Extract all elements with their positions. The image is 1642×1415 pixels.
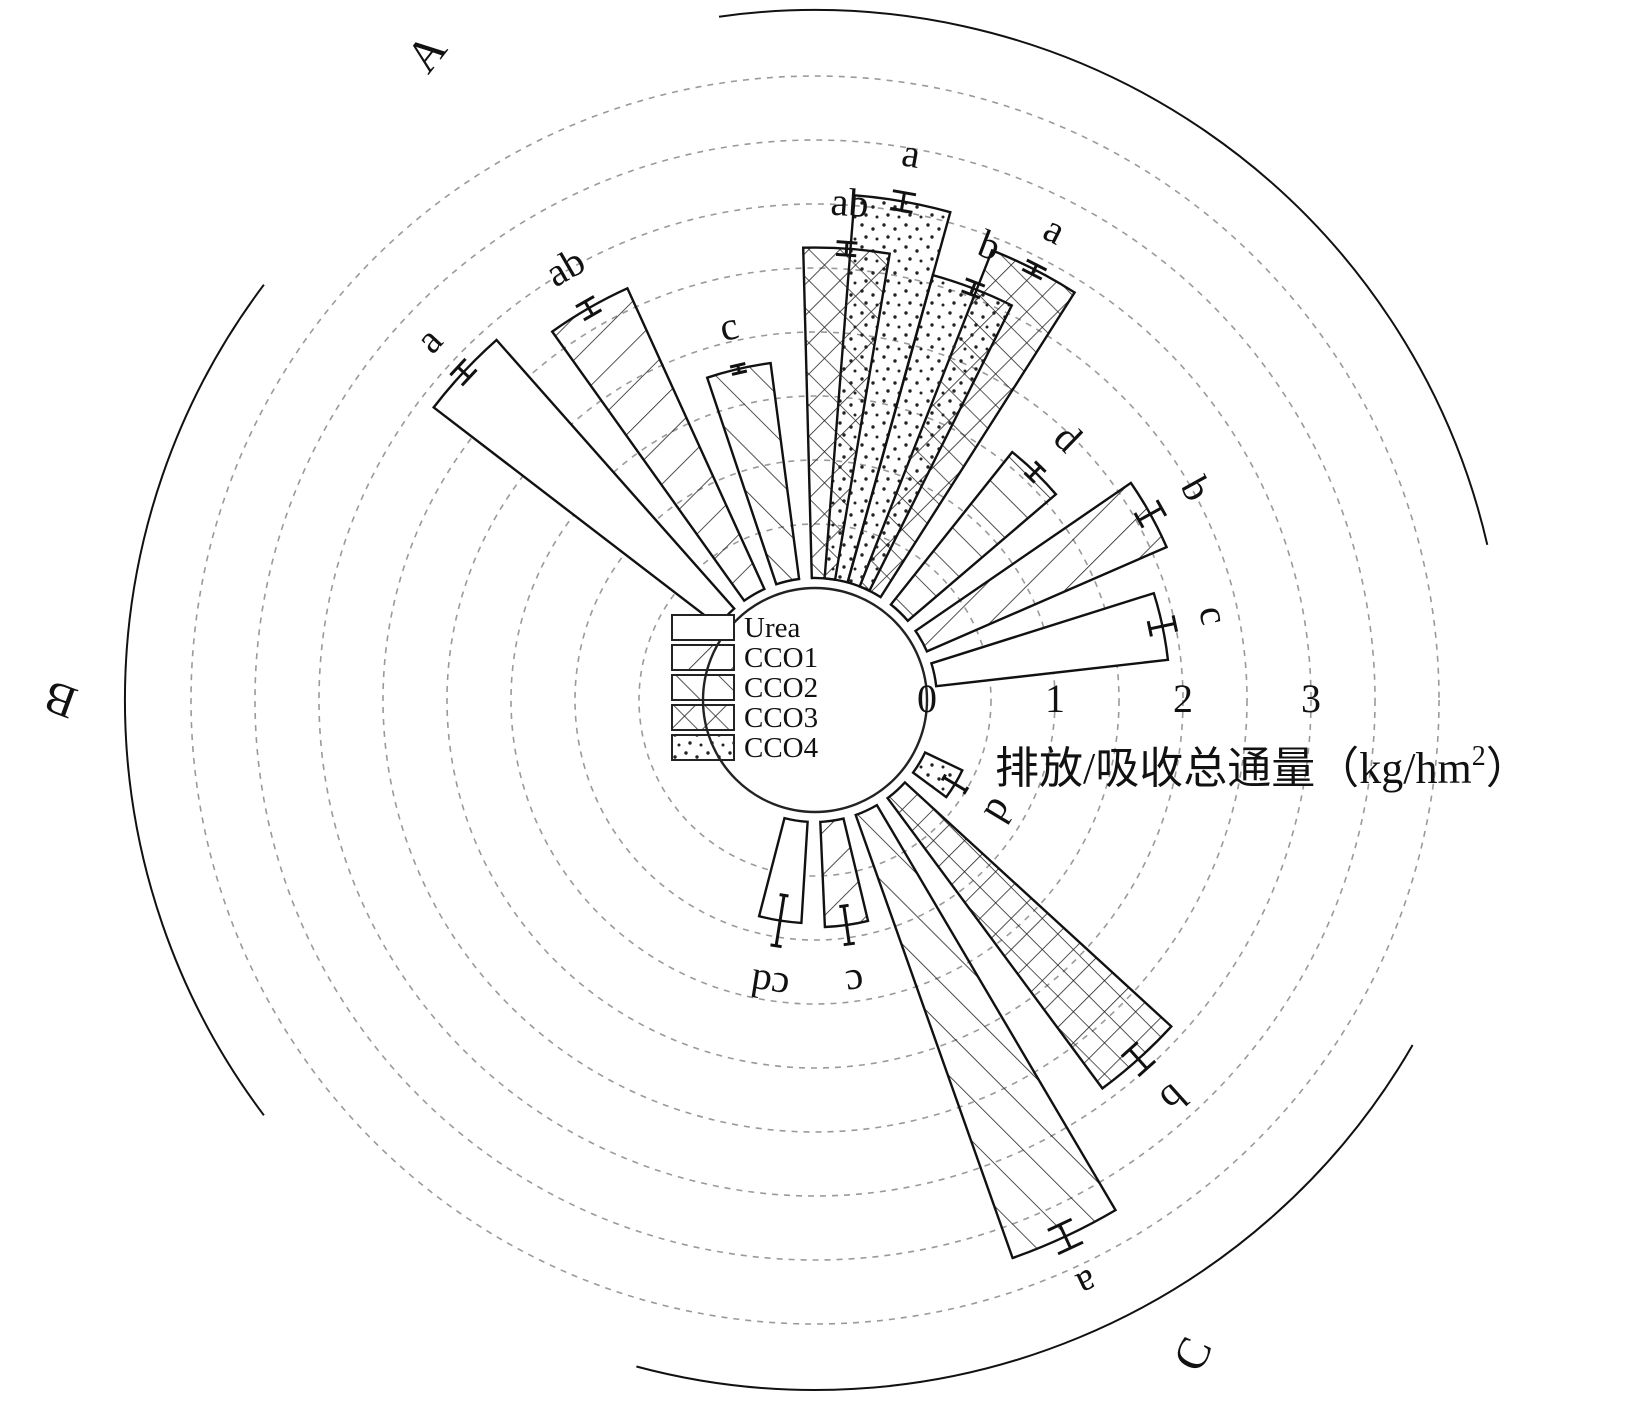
error-bar-B-CCO4 <box>960 277 986 300</box>
error-bar-C-CCO4 <box>940 773 970 795</box>
axis-label: 排放/吸收总通量（kg/hm2） <box>995 741 1530 793</box>
bar-C-CCO1 <box>819 817 870 929</box>
group-arc-B <box>124 284 265 1116</box>
error-bar-A-CCO1 <box>1133 499 1168 529</box>
bar-C-CCO3 <box>885 780 1173 1091</box>
bar-B-CCO3 <box>801 246 892 582</box>
sig-letter-B-CCO3: ab <box>829 179 870 227</box>
error-bar-C-CCO3 <box>1120 1041 1157 1078</box>
error-bar-B-CCO2 <box>729 362 748 376</box>
error-bar-A-CCO4 <box>889 189 917 214</box>
sig-letter-C-CCO1: c <box>843 960 867 1007</box>
sig-letter-B-CCO2: c <box>715 302 742 350</box>
bar-C-CCO4 <box>911 750 964 799</box>
sig-letter-C-CCO3: b <box>1151 1075 1196 1122</box>
legend-label-CCO1: CCO1 <box>744 642 818 674</box>
bar-A-CCO3 <box>858 248 1077 599</box>
tick-label-0: 0 <box>917 676 937 721</box>
bar-B-CCO4 <box>846 273 1014 593</box>
legend-swatch-CCO4 <box>671 734 735 761</box>
tick-label-2: 2 <box>1173 676 1193 721</box>
sig-letter-A-CCO4: a <box>899 129 925 176</box>
grid-circle <box>190 75 1440 1325</box>
error-bar-B-CCO3 <box>835 240 858 258</box>
grid-circle <box>254 139 1376 1261</box>
error-bar-A-CCO3 <box>1021 258 1048 281</box>
legend-label-CCO4: CCO4 <box>744 732 819 764</box>
tick-label-1: 1 <box>1045 676 1065 721</box>
legend-swatch-CCO2 <box>671 674 735 701</box>
bar-A-CCO1 <box>913 481 1169 653</box>
group-arc-A <box>718 9 1489 546</box>
bar-A-CCO2 <box>889 450 1058 623</box>
legend-swatch-Urea <box>671 614 735 641</box>
bar-B-CCO2 <box>705 361 801 586</box>
sig-letter-C-CCO2: a <box>1070 1260 1105 1308</box>
error-bar-A-CCO2 <box>1023 460 1047 484</box>
error-bar-C-Urea <box>770 893 789 949</box>
sig-letter-A-CCO1: b <box>1172 469 1221 508</box>
radial-ticks: 0 1 2 3 <box>917 676 1321 721</box>
bar-C-CCO2 <box>854 803 1118 1260</box>
legend-swatch-CCO1 <box>671 644 735 671</box>
bars <box>432 194 1173 1260</box>
sig-letter-C-CCO4: d <box>976 791 1025 831</box>
group-arc-C <box>636 1044 1414 1391</box>
legend-label-CCO3: CCO3 <box>744 702 818 734</box>
group-label-B: B <box>37 671 83 729</box>
bar-C-Urea <box>757 816 809 925</box>
error-bar-B-Urea <box>449 357 478 387</box>
error-bar-C-CCO2 <box>1047 1217 1084 1256</box>
group-label-A: A <box>396 24 457 82</box>
error-bar-C-CCO1 <box>839 903 856 947</box>
grid-circle <box>382 267 1248 1133</box>
error-bar-B-CCO1 <box>575 295 603 322</box>
error-bar-A-Urea <box>1146 614 1179 637</box>
sig-letter-A-Urea: c <box>1190 602 1238 629</box>
sig-letter-B-CCO1: ab <box>537 238 592 296</box>
bar-B-CCO1 <box>550 286 766 603</box>
bar-A-Urea <box>929 591 1170 688</box>
grid-circle <box>318 203 1312 1197</box>
legend-label-CCO2: CCO2 <box>744 672 818 704</box>
sig-letter-C-Urea: cd <box>748 960 792 1010</box>
sig-letter-A-CCO2: d <box>1045 415 1091 461</box>
sig-letter-A-CCO3: a <box>1037 205 1073 253</box>
sig-letter-B-Urea: a <box>406 318 451 362</box>
group-label-C: C <box>1163 1329 1222 1378</box>
group-arcs <box>124 9 1489 1391</box>
legend-swatch-CCO3 <box>671 704 735 731</box>
legend-label-Urea: Urea <box>744 612 800 644</box>
error-bars <box>449 189 1179 1256</box>
tick-label-3: 3 <box>1301 676 1321 721</box>
